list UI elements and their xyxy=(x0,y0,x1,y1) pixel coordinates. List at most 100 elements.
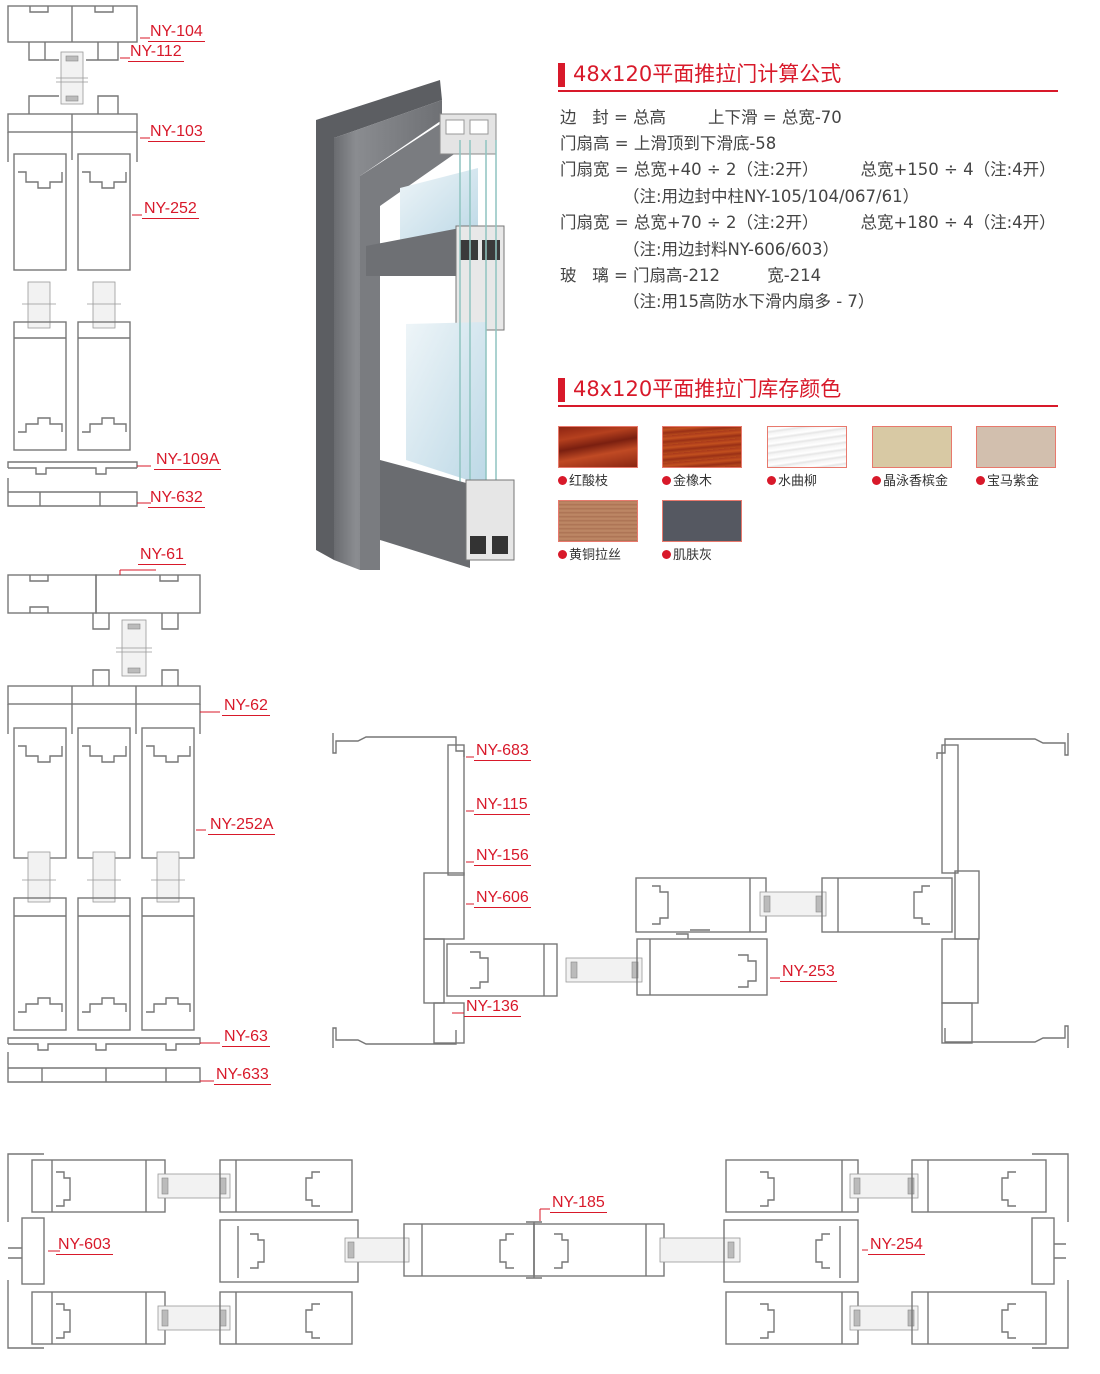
bottom-sash-right xyxy=(911,1159,1047,1345)
title-accent-bar xyxy=(558,63,565,87)
bottom-glass-left xyxy=(157,1173,231,1331)
swatch-label: 晶泳香槟金 xyxy=(872,474,948,490)
formula-line: （注:用15高防水下滑内扇多 - 7） xyxy=(560,292,875,311)
swatch-label: 金橡木 xyxy=(662,474,712,490)
formula-line: （注:用边封料NY-606/603） xyxy=(560,240,839,259)
plan-section-left-frame xyxy=(332,733,465,1048)
label-ny-603: NY-603 xyxy=(56,1236,113,1255)
bullet-dot xyxy=(662,476,671,485)
formula-line: 门扇宽 = 总宽+40 ÷ 2（注:2开） 总宽+150 ÷ 4（注:4开） xyxy=(560,160,1056,179)
label-ny-109a: NY-109A xyxy=(154,451,222,470)
profile-ny-62 xyxy=(7,669,201,734)
label-ny-103: NY-103 xyxy=(148,123,205,142)
bullet-dot xyxy=(767,476,776,485)
title-accent-bar xyxy=(558,378,565,402)
bottom-glass-center-right xyxy=(659,1237,741,1263)
swatch-skin-gray xyxy=(662,500,742,542)
profile-ny-603 xyxy=(7,1153,45,1349)
bottom-sash-left-top xyxy=(31,1159,166,1213)
bottom-glass-right xyxy=(849,1173,919,1331)
label-ny-112: NY-112 xyxy=(128,43,184,62)
formula-section-title: 48x120平面推拉门计算公式 xyxy=(558,60,1058,92)
swatch-name: 黄铜拉丝 xyxy=(569,548,622,563)
plan-glass-left xyxy=(565,957,643,983)
formula-line: 门扇宽 = 总宽+70 ÷ 2（注:2开） 总宽+180 ÷ 4（注:4开） xyxy=(560,213,1056,232)
swatch-name: 水曲柳 xyxy=(778,474,818,489)
formula-title-text: 48x120平面推拉门计算公式 xyxy=(573,62,842,86)
leader-lines xyxy=(48,37,868,1252)
swatch-name: 红酸枝 xyxy=(569,474,609,489)
bullet-dot xyxy=(662,550,671,559)
profile-ny-61 xyxy=(7,574,201,630)
glass-pane xyxy=(22,281,121,329)
label-ny-252: NY-252 xyxy=(142,200,199,219)
swatch-shui-qu-liu xyxy=(767,426,847,468)
profile-ny-104 xyxy=(7,5,138,43)
label-ny-136: NY-136 xyxy=(464,998,521,1017)
label-ny-254: NY-254 xyxy=(868,1236,925,1255)
bottom-right-frame xyxy=(1031,1153,1069,1349)
color-title-text: 48x120平面推拉门库存颜色 xyxy=(573,377,842,401)
bottom-sash-left-bottom xyxy=(31,1291,166,1345)
swatch-name: 晶泳香槟金 xyxy=(883,474,949,489)
profile-sash-lower-3 xyxy=(13,897,195,1031)
swatch-brass-brushed xyxy=(558,500,638,542)
door-product-image xyxy=(310,80,520,570)
swatch-label: 肌肤灰 xyxy=(662,548,712,564)
label-ny-252a: NY-252A xyxy=(208,816,276,835)
glass-pane xyxy=(116,619,152,677)
swatch-label: 宝马紫金 xyxy=(976,474,1039,490)
profile-ny-252 xyxy=(13,153,131,271)
swatch-name: 肌肤灰 xyxy=(673,548,713,563)
formula-line: 边 封 = 总高 上下滑 = 总宽-70 xyxy=(560,108,842,127)
label-ny-185: NY-185 xyxy=(550,1194,607,1213)
swatch-name: 金橡木 xyxy=(673,474,713,489)
bullet-dot xyxy=(872,476,881,485)
label-ny-632: NY-632 xyxy=(148,489,205,508)
label-ny-63: NY-63 xyxy=(222,1028,270,1047)
profile-ny-253 xyxy=(636,929,768,996)
label-ny-606: NY-606 xyxy=(474,889,531,908)
profile-ny-254 xyxy=(723,1159,859,1345)
profile-sash-lower xyxy=(13,321,131,451)
plan-sash-center-top xyxy=(635,877,767,933)
label-ny-253: NY-253 xyxy=(780,963,837,982)
swatch-hong-suan-zhi xyxy=(558,426,638,468)
profile-ny-633 xyxy=(7,1052,201,1083)
glass-pane xyxy=(22,851,185,903)
plan-sash-right xyxy=(821,877,953,933)
swatch-label: 水曲柳 xyxy=(767,474,817,490)
plan-sash-left-bottom xyxy=(446,943,558,997)
formula-line: （注:用边封中柱NY-105/104/067/61） xyxy=(560,187,920,206)
profile-ny-632 xyxy=(7,478,138,507)
profile-ny-112 xyxy=(28,42,119,61)
swatch-label: 红酸枝 xyxy=(558,474,608,490)
bullet-dot xyxy=(976,476,985,485)
label-ny-633: NY-633 xyxy=(214,1066,271,1085)
label-ny-62: NY-62 xyxy=(222,697,270,716)
plan-section-right-frame xyxy=(936,733,1069,1048)
profile-ny-109a xyxy=(7,461,138,475)
swatch-jin-xiang-mu xyxy=(662,426,742,468)
bottom-sash-second xyxy=(219,1159,359,1345)
label-ny-156: NY-156 xyxy=(474,847,531,866)
label-ny-61: NY-61 xyxy=(138,546,186,565)
glass-pane xyxy=(56,51,88,105)
formula-line: 玻 璃 = 门扇高-212 宽-214 xyxy=(560,266,822,285)
label-ny-104: NY-104 xyxy=(148,23,205,42)
label-ny-115: NY-115 xyxy=(474,796,530,815)
swatch-bmw-purple-gold xyxy=(976,426,1056,468)
swatch-label: 黄铜拉丝 xyxy=(558,548,621,564)
profile-ny-252a xyxy=(13,727,195,859)
profile-ny-185 xyxy=(403,1221,665,1279)
bullet-dot xyxy=(558,476,567,485)
bullet-dot xyxy=(558,550,567,559)
color-section-title: 48x120平面推拉门库存颜色 xyxy=(558,375,1058,407)
swatch-champagne-gold xyxy=(872,426,952,468)
formula-line: 门扇高 = 上滑顶到下滑底-58 xyxy=(560,134,777,153)
bottom-glass-center-left xyxy=(344,1237,410,1263)
label-ny-683: NY-683 xyxy=(474,742,531,761)
profile-ny-103 xyxy=(7,95,138,162)
plan-glass-right xyxy=(759,891,827,917)
